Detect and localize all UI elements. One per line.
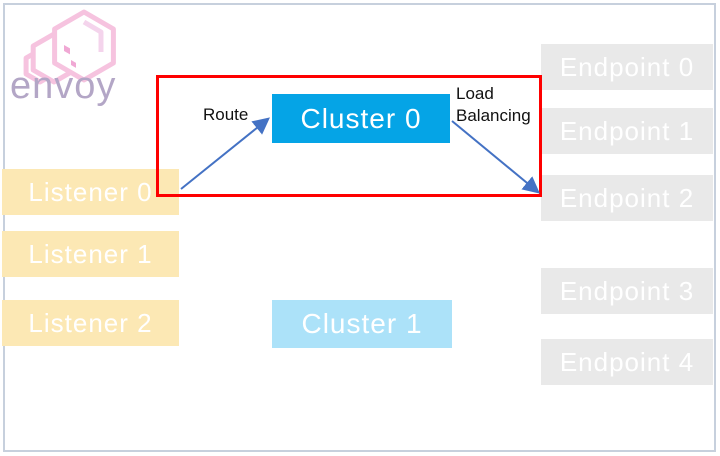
endpoint-0-label: Endpoint 0 [559, 51, 695, 82]
endpoint-0-box: Endpoint 0 [541, 44, 713, 90]
cluster-1-label: Cluster 1 [301, 308, 423, 339]
load-balancing-arrow [451, 120, 540, 194]
load-balancing-label: Load Balancing [456, 84, 531, 126]
listener-0-label: Listener 0 [28, 176, 153, 207]
slide-border [3, 3, 716, 452]
cluster-0-box: Cluster 0 [272, 94, 450, 143]
cluster-1-box: Cluster 1 [272, 300, 452, 348]
endpoint-4-box: Endpoint 4 [541, 339, 713, 385]
endpoint-1-label: Endpoint 1 [559, 115, 695, 146]
endpoint-2-box: Endpoint 2 [541, 175, 713, 221]
envoy-logo: envoy [8, 5, 138, 110]
listener-1-box: Listener 1 [2, 231, 179, 277]
endpoint-4-label: Endpoint 4 [559, 346, 695, 377]
listener-1-label: Listener 1 [28, 238, 153, 269]
endpoint-3-label: Endpoint 3 [559, 275, 695, 306]
endpoint-1-box: Endpoint 1 [541, 108, 713, 154]
endpoint-3-box: Endpoint 3 [541, 268, 713, 314]
listener-0-box: Listener 0 [2, 169, 179, 215]
endpoint-2-label: Endpoint 2 [559, 182, 695, 213]
listener-2-label: Listener 2 [28, 307, 153, 338]
envoy-hexagons-icon [23, 9, 116, 85]
envoy-wordmark: envoy [10, 65, 117, 107]
route-arrow [180, 117, 270, 190]
highlight-rectangle [156, 75, 542, 197]
route-label: Route [203, 105, 249, 124]
cluster-0-label: Cluster 0 [300, 102, 422, 134]
listener-2-box: Listener 2 [2, 300, 179, 346]
